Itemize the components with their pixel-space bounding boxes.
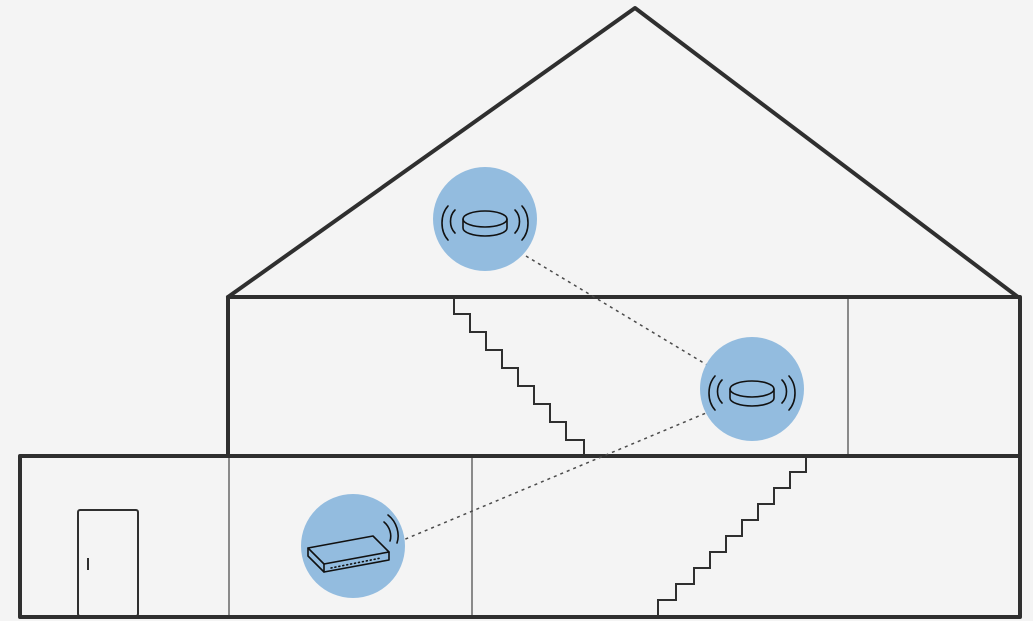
roof-outline xyxy=(226,6,1020,299)
upper-floor-access-point xyxy=(700,337,804,441)
front-door xyxy=(77,509,139,617)
door-frame xyxy=(77,509,139,617)
connection-upper-to-ground xyxy=(395,407,719,544)
ground-floor-staircase xyxy=(657,458,807,615)
wireless-puck-icon xyxy=(441,205,529,241)
wireless-router-icon xyxy=(307,514,399,573)
connection-attic-to-upper xyxy=(495,237,738,384)
ground-floor-outline xyxy=(18,454,1022,619)
upper-device-halo xyxy=(700,337,804,441)
ground-floor-router xyxy=(301,494,405,598)
attic-device-halo xyxy=(433,167,537,271)
upper-floor-outline xyxy=(226,295,1022,458)
wireless-puck-icon xyxy=(708,375,796,411)
upper-floor-staircase xyxy=(453,299,585,454)
attic-access-point xyxy=(433,167,537,271)
